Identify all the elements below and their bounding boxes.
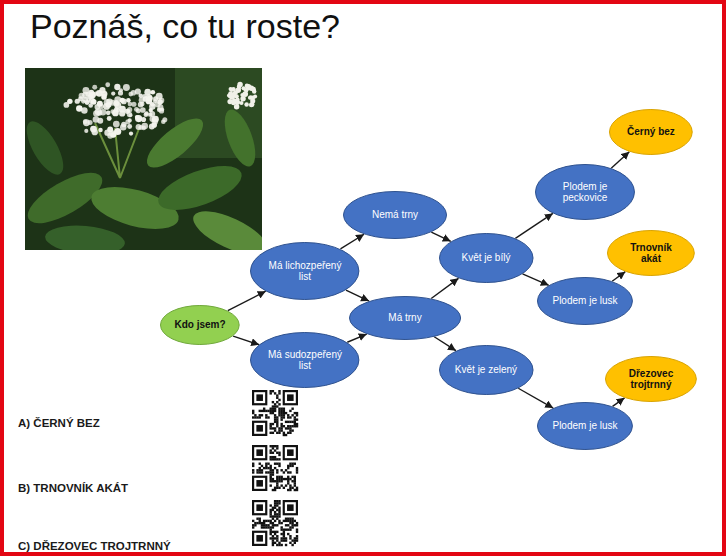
node-label: Plodem je lusk — [551, 295, 619, 307]
node-label: Květ je zelený — [452, 364, 519, 376]
question-ellipse: Plodem je peckovice — [535, 164, 635, 220]
answer-option: A) ČERNÝ BEZ — [18, 417, 100, 429]
flow-arrow — [613, 398, 625, 407]
question-ellipse: Plodem je lusk — [537, 277, 633, 325]
flow-arrow — [233, 336, 259, 345]
start-ellipse: Kdo jsem? — [160, 305, 240, 345]
answer-option: B) TRNOVNÍK AKÁT — [18, 482, 128, 494]
node-label: Černý bez — [621, 126, 680, 138]
node-label: Má trny — [365, 312, 445, 324]
flow-arrow — [611, 152, 629, 168]
flow-arrow — [518, 388, 553, 408]
answer-ellipse: Dřezovec trojtrnný — [605, 356, 697, 402]
node-label: Má sudozpeřený list — [266, 349, 344, 372]
node-label: Dřezovec trojtrnný — [618, 368, 683, 391]
question-ellipse: Má trny — [349, 296, 461, 340]
question-ellipse: Plodem je lusk — [537, 402, 633, 450]
node-label: Nemá trny — [358, 209, 432, 221]
elder-photo — [25, 68, 262, 250]
question-ellipse: Květ je zelený — [439, 345, 534, 395]
flow-arrow — [431, 232, 450, 241]
flow-arrow — [434, 337, 456, 351]
flow-arrow — [515, 213, 552, 238]
flow-arrow — [347, 334, 366, 342]
answer-ellipse: Černý bez — [609, 109, 693, 155]
node-label: Kdo jsem? — [172, 319, 228, 331]
question-ellipse: Má lichozpeřený list — [250, 242, 359, 300]
node-label: Plodem je peckovice — [549, 181, 620, 204]
answer-option: C) DŘEZOVEC TROJTRNNÝ — [18, 540, 171, 552]
node-label: Trnovník akát — [620, 242, 682, 265]
answer-ellipse: Trnovník akát — [607, 230, 695, 276]
page-title: Poznáš, co tu roste? — [30, 6, 340, 47]
flow-arrow — [340, 234, 364, 249]
question-ellipse: Má sudozpeřený list — [250, 332, 359, 388]
flow-arrow — [431, 278, 458, 298]
question-ellipse: Květ je bílý — [439, 233, 534, 283]
flow-arrow — [523, 274, 549, 285]
question-ellipse: Nemá trny — [343, 191, 447, 239]
node-label: Květ je bílý — [452, 252, 519, 264]
flow-arrow — [228, 291, 266, 310]
flow-arrow — [346, 290, 369, 301]
flow-arrow — [612, 272, 625, 282]
node-label: Plodem je lusk — [551, 420, 619, 432]
node-label: Má lichozpeřený list — [266, 260, 344, 283]
